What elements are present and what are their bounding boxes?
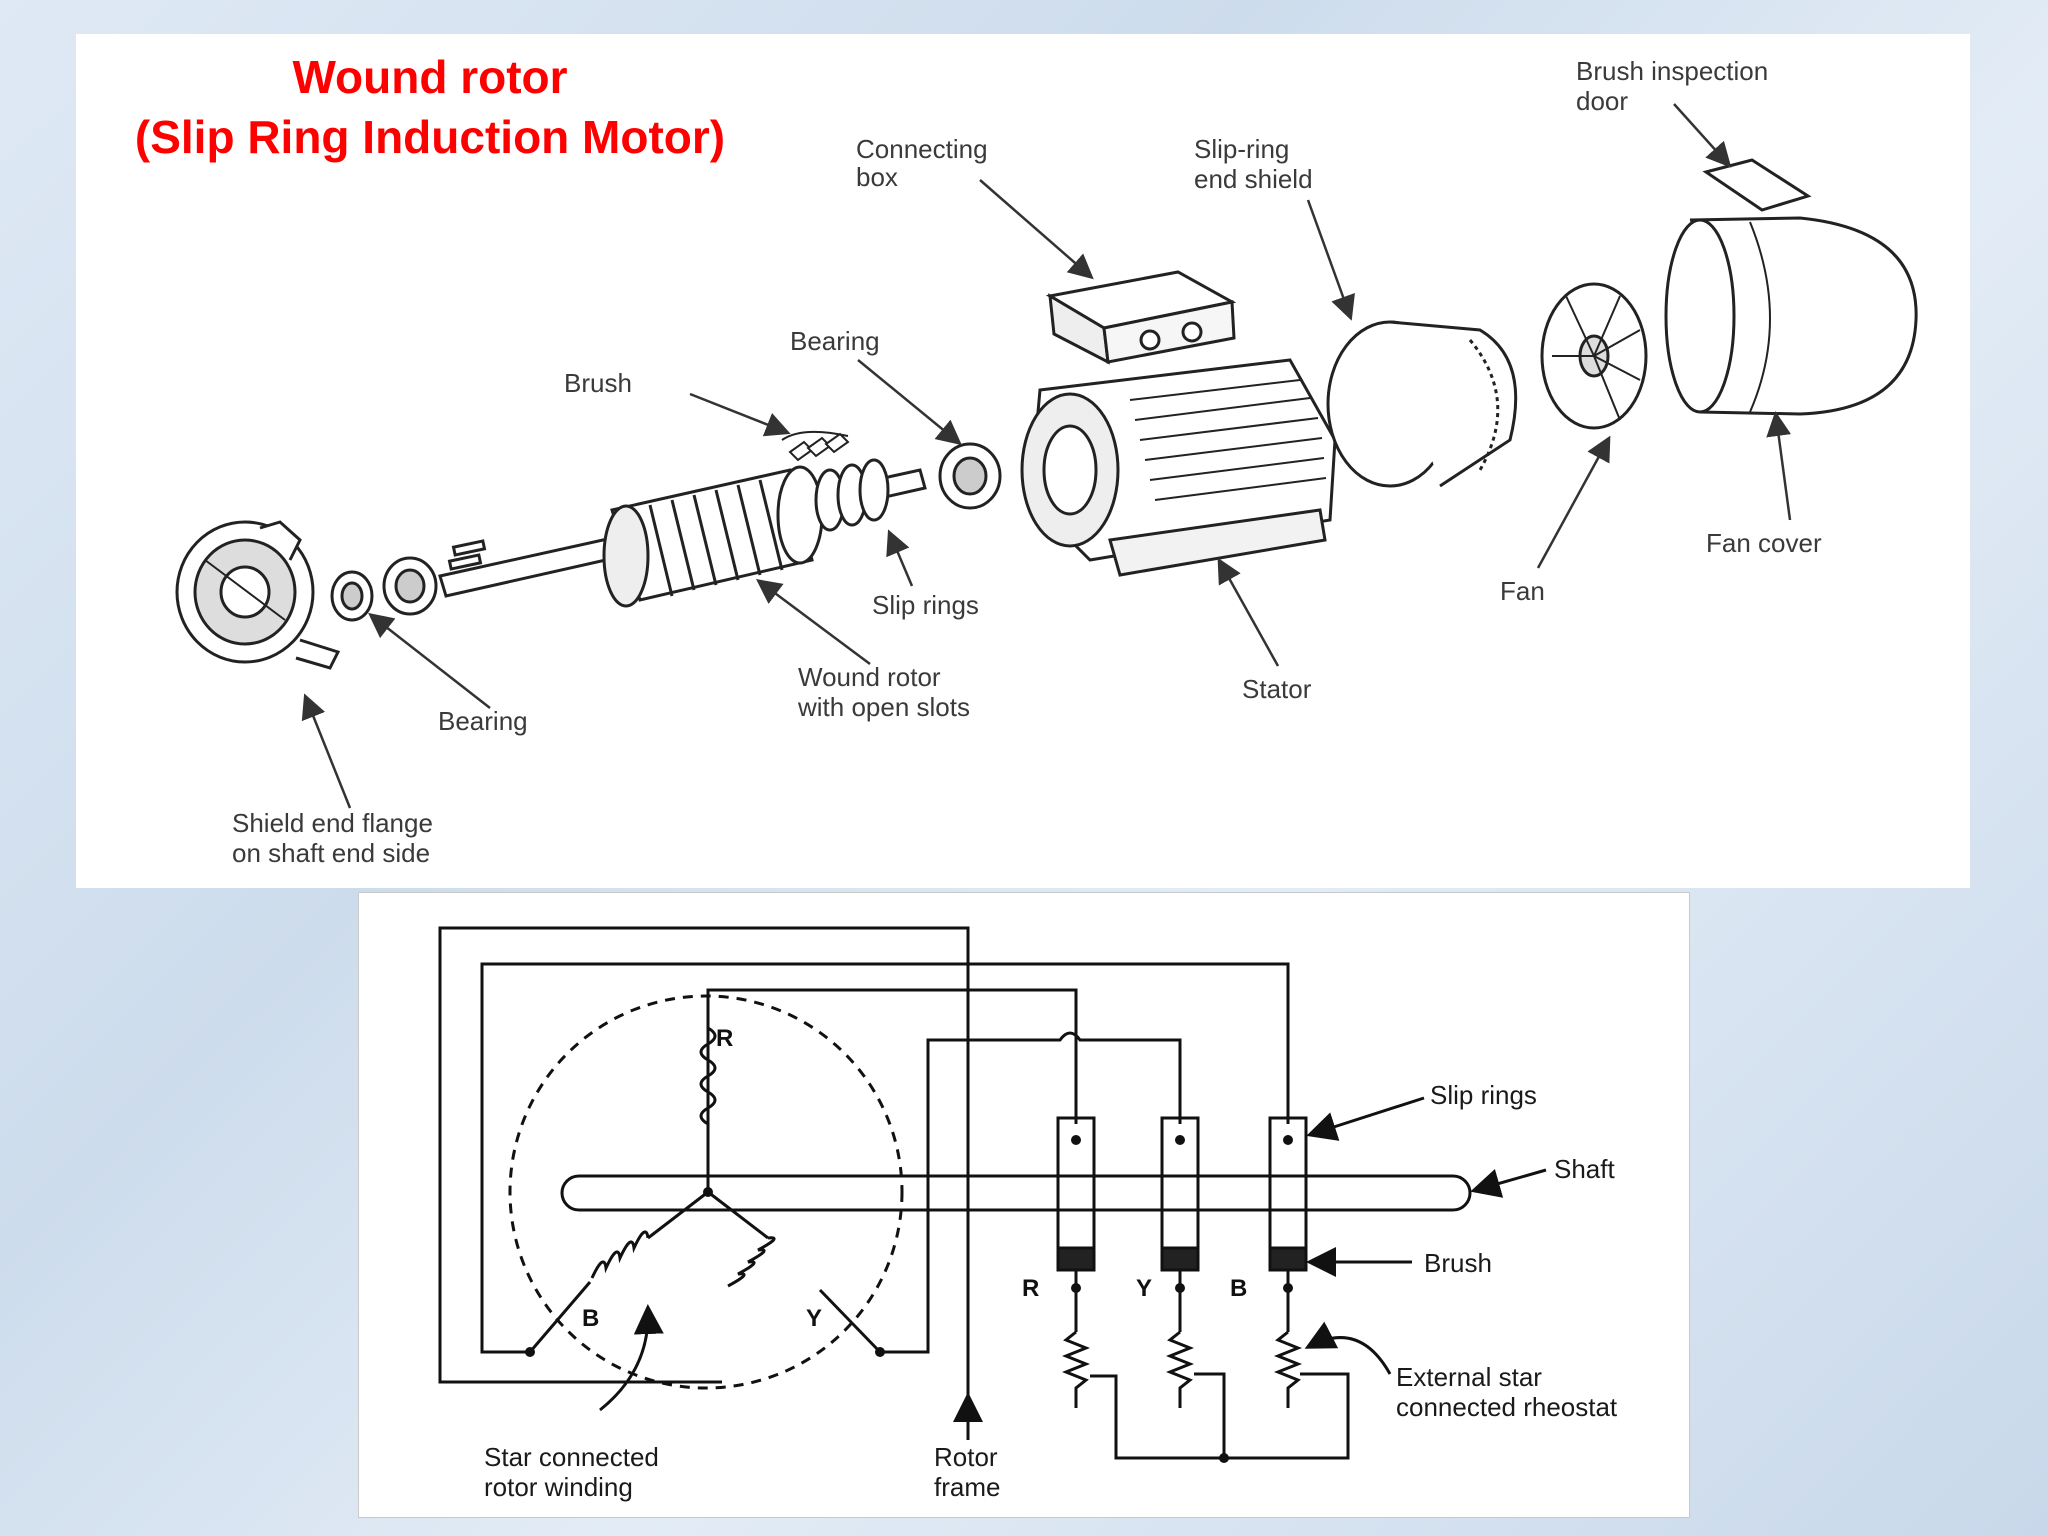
rheostat-b — [1273, 1330, 1303, 1408]
shield-end-flange-part — [175, 520, 341, 670]
rheostat-y — [1165, 1330, 1195, 1408]
slip-rings-part — [814, 458, 890, 532]
bearing-pair-lower — [330, 556, 438, 622]
circuit-label-rotor-winding-1: Star connected — [484, 1442, 659, 1472]
circuit-leaders — [599, 1096, 1547, 1440]
label-shield-end-flange-1: Shield end flange — [232, 808, 433, 838]
slip-ring-end-shield-part — [1326, 320, 1518, 488]
label-connecting-box-1: Connecting — [856, 134, 988, 164]
exploded-view-leaders — [301, 103, 1792, 809]
label-brush-inspection-door-2: door — [1576, 86, 1628, 116]
stator-part — [1020, 358, 1337, 577]
brush-b — [1268, 1246, 1308, 1272]
winding-label-b: B — [582, 1305, 599, 1332]
lead-b — [480, 962, 1290, 1354]
brush-label-r: R — [1022, 1275, 1039, 1302]
label-bearing-lower: Bearing — [438, 706, 528, 736]
label-slip-ring-end-shield-2: end shield — [1194, 164, 1313, 194]
label-brush: Brush — [564, 368, 632, 398]
circuit-label-rheostat-2: connected rheostat — [1396, 1392, 1618, 1422]
fan-cover-part — [1664, 216, 1918, 416]
lead-y — [880, 1031, 1182, 1354]
winding-b-lead — [528, 1281, 592, 1353]
fan-part — [1540, 282, 1648, 430]
circuit-diagram-panel — [358, 892, 1690, 1518]
winding-y-wire — [707, 1190, 769, 1240]
circuit-label-rotor-frame-1: Rotor — [934, 1442, 998, 1472]
circuit-label-shaft: Shaft — [1554, 1154, 1615, 1184]
rotor-frame-loop — [438, 926, 970, 1434]
winding-r-coil — [699, 1026, 717, 1126]
winding-label-r: R — [716, 1025, 733, 1052]
rotor-dashed-circle — [508, 994, 904, 1390]
winding-b-wire — [647, 1190, 709, 1240]
rheostat-r — [1061, 1330, 1091, 1408]
winding-b-coil — [590, 1230, 650, 1279]
label-fan-cover: Fan cover — [1706, 528, 1822, 558]
circuit-label-rotor-winding-2: rotor winding — [484, 1472, 633, 1502]
circuit-label-rheostat-1: External star — [1396, 1362, 1542, 1392]
label-brush-inspection-door-1: Brush inspection — [1576, 56, 1768, 86]
label-connecting-box-2: box — [856, 162, 898, 192]
winding-y-lead — [818, 1288, 882, 1354]
winding-y-coil — [727, 1236, 776, 1288]
circuit-nodes — [525, 1135, 1293, 1463]
label-shield-end-flange-2: on shaft end side — [232, 838, 430, 868]
bearing-upper-part — [938, 442, 1002, 510]
winding-label-y: Y — [806, 1305, 822, 1332]
label-fan: Fan — [1500, 576, 1545, 606]
label-slip-rings: Slip rings — [872, 590, 979, 620]
brush-label-y: Y — [1136, 1275, 1152, 1302]
label-wound-rotor-1: Wound rotor — [798, 662, 941, 692]
label-wound-rotor-2: with open slots — [797, 692, 970, 722]
brush-label-b: B — [1230, 1275, 1247, 1302]
circuit-label-rotor-frame-2: frame — [934, 1472, 1000, 1502]
title-line-2: (Slip Ring Induction Motor) — [134, 111, 726, 163]
brush-r — [1056, 1246, 1096, 1272]
shaft — [560, 1174, 1472, 1212]
brush-y — [1160, 1246, 1200, 1272]
brushes-part — [781, 430, 850, 462]
label-slip-ring-end-shield-1: Slip-ring — [1194, 134, 1289, 164]
circuit-label-slip-rings: Slip rings — [1430, 1080, 1537, 1110]
brush-inspection-door-part — [1702, 158, 1812, 212]
label-stator: Stator — [1242, 674, 1312, 704]
connecting-box-part — [1045, 270, 1237, 365]
label-bearing-upper: Bearing — [790, 326, 880, 356]
circuit-label-brush: Brush — [1424, 1248, 1492, 1278]
lead-r — [706, 988, 1078, 1172]
rheostat-star-link-1 — [1090, 1372, 1350, 1460]
wound-rotor-part — [438, 465, 927, 608]
rheostat-star-link-2 — [1194, 1372, 1226, 1458]
title-line-1: Wound rotor — [292, 51, 568, 103]
